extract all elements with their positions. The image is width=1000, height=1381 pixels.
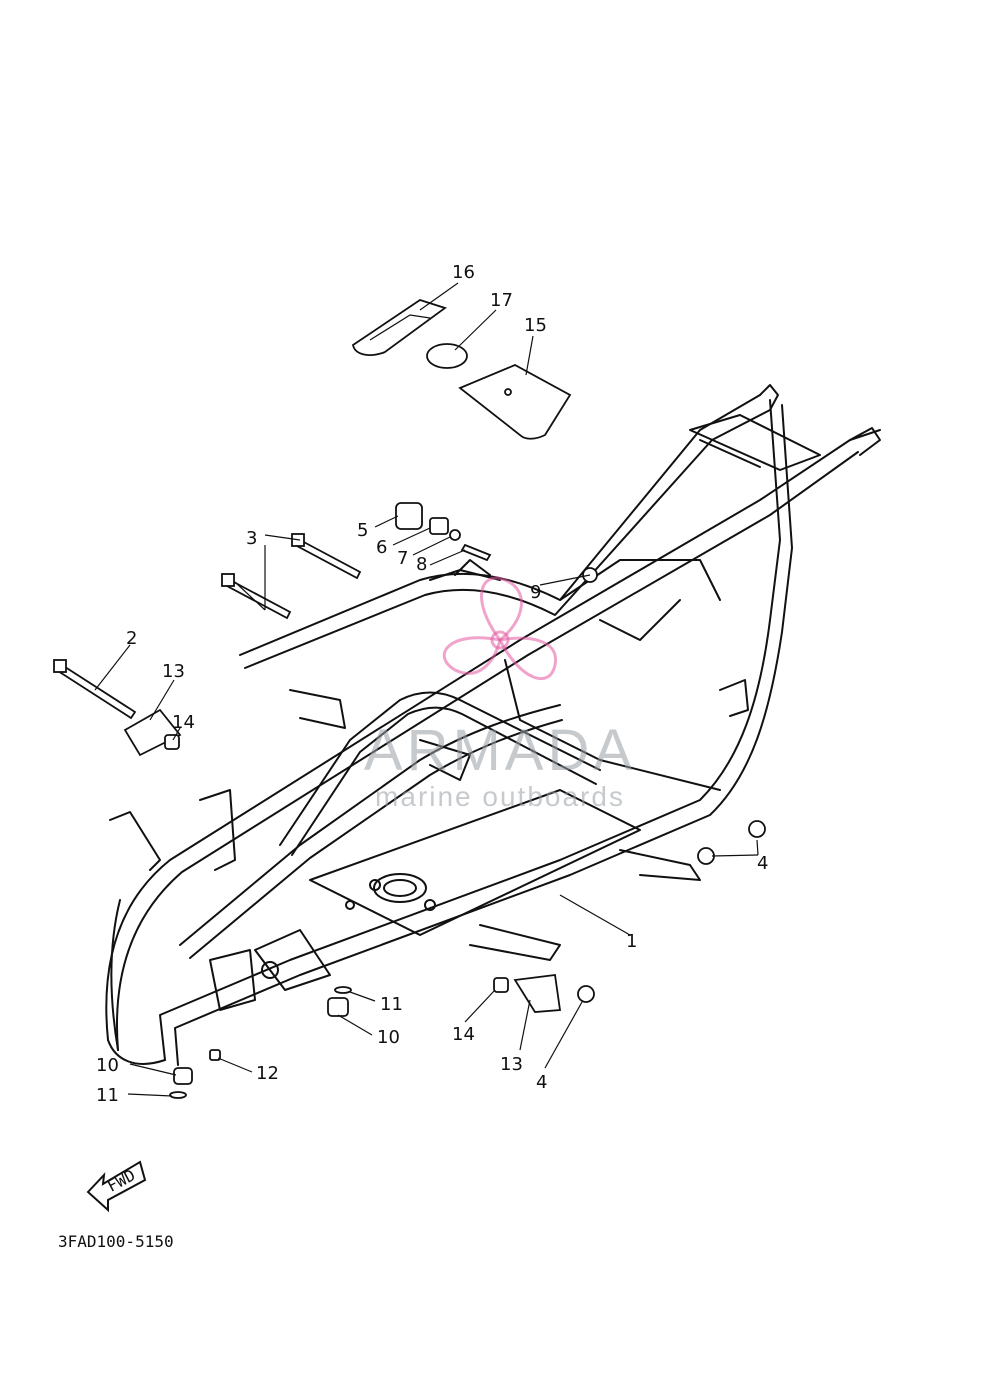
callout-label: 16 (452, 262, 475, 283)
part-16-cover (351, 299, 447, 356)
callout-label: 14 (452, 1024, 475, 1045)
callout-label: 15 (524, 315, 547, 336)
fwd-arrow-icon: FWD (86, 1160, 147, 1213)
part-8-bolt (460, 543, 492, 562)
part-14-bolt-right (493, 977, 509, 993)
callout-label: 2 (126, 628, 137, 649)
part-13-plate-left (123, 708, 182, 757)
callout-label: 9 (530, 582, 541, 603)
main-frame (105, 384, 881, 1066)
part-4-nut-upper (748, 820, 766, 838)
part-4-nut-lower (577, 985, 595, 1003)
callout-label: 11 (96, 1085, 119, 1106)
part-2-bolt (53, 659, 137, 720)
part-11-clip-right (334, 986, 352, 994)
callout-label: 10 (377, 1027, 400, 1048)
callout-label: 10 (96, 1055, 119, 1076)
watermark-tagline: marine outboards (375, 781, 625, 812)
part-15-pouch (458, 364, 572, 440)
part-6-collar (429, 517, 449, 535)
callout-label: 8 (416, 554, 427, 575)
part-7-washer (449, 529, 461, 541)
callout-labels: 1 2 3 4 4 5 6 7 8 9 10 10 11 11 12 13 13… (96, 262, 768, 1106)
leader-lines (94, 282, 759, 1097)
callout-label: 7 (397, 548, 408, 569)
callout-label: 3 (246, 528, 257, 549)
diagram-code: 3FAD100-5150 (58, 1232, 174, 1251)
part-10-grommet-right (327, 997, 349, 1017)
watermark-brand: ARMADA (364, 718, 636, 783)
part-12-screw (209, 1049, 221, 1061)
part-10-grommet-left (173, 1067, 193, 1085)
callout-label: 4 (536, 1072, 547, 1093)
armada-logo-icon (442, 576, 557, 681)
callout-label: 14 (172, 712, 195, 733)
callout-label: 17 (490, 290, 513, 311)
callout-label: 5 (357, 520, 368, 541)
part-17-decal (426, 343, 468, 369)
part-5-damper (395, 502, 423, 530)
callout-label: 11 (380, 994, 403, 1015)
callout-label: 1 (626, 931, 637, 952)
callout-label: 4 (757, 853, 768, 874)
part-4-nut-mid (697, 847, 715, 865)
part-13-plate-right (513, 973, 562, 1013)
callout-label: 12 (256, 1063, 279, 1084)
part-3-bolt-upper (291, 533, 362, 580)
part-14-bolt-left (164, 734, 180, 750)
part-3-bolt-lower (221, 573, 292, 620)
part-11-clip-left (169, 1091, 187, 1099)
callout-label: 13 (500, 1054, 523, 1075)
callout-label: 13 (162, 661, 185, 682)
callout-label: 6 (376, 537, 387, 558)
